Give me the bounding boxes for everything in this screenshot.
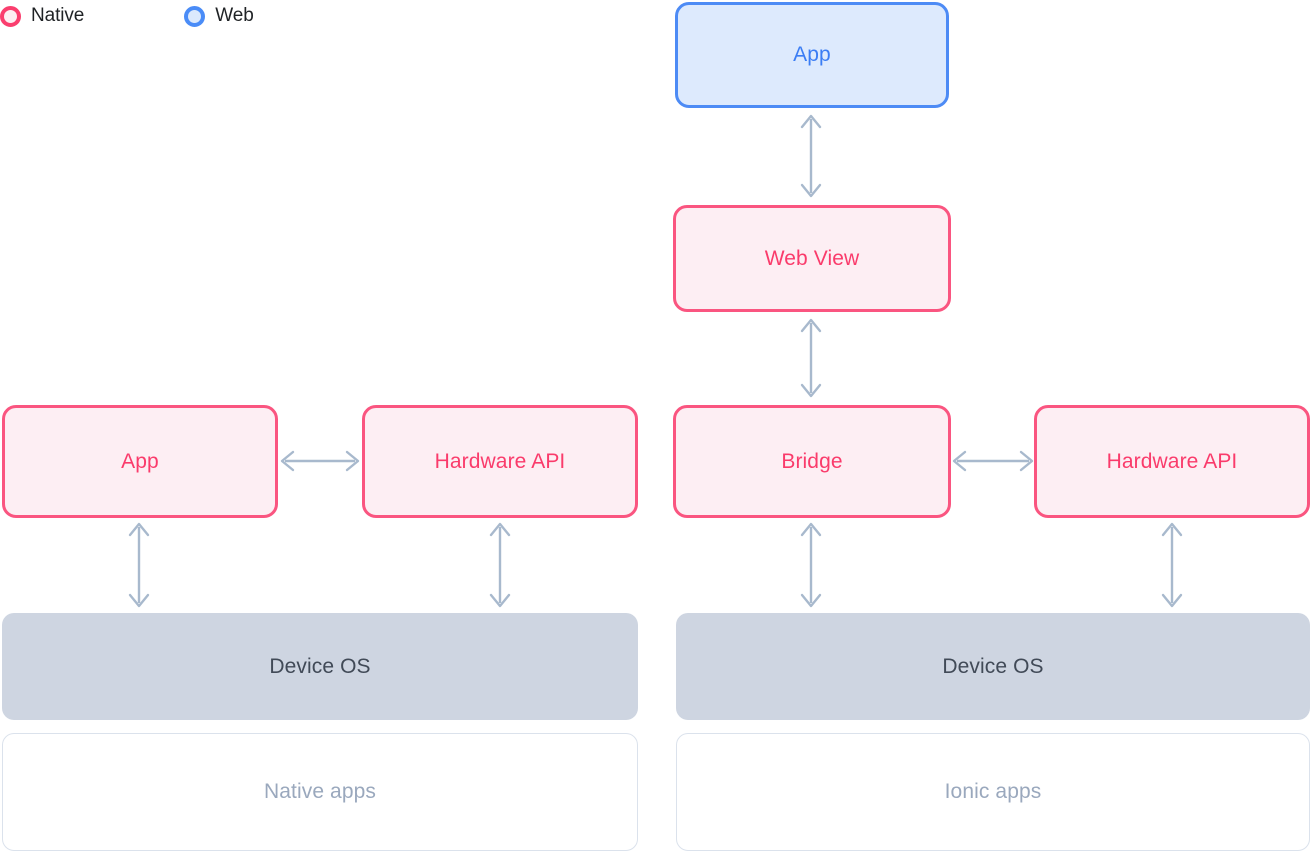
node-ionic-hardware-api[interactable]: Hardware API	[1034, 405, 1310, 518]
node-ionic-device-os-label: Device OS	[942, 654, 1044, 678]
node-web-view[interactable]: Web View	[673, 205, 951, 312]
arrow-app-to-webview	[794, 110, 828, 202]
legend: Native Web	[0, 0, 254, 32]
web-circle-icon	[184, 5, 206, 27]
node-native-device-os-label: Device OS	[269, 654, 371, 678]
arrow-ionichardwareapi-to-deviceos	[1155, 518, 1189, 612]
arrow-bridge-to-deviceos	[794, 518, 828, 612]
arrow-webview-to-bridge	[794, 314, 828, 402]
node-ionic-device-os[interactable]: Device OS	[676, 613, 1310, 720]
node-native-hardware-api-label: Hardware API	[434, 449, 566, 473]
legend-label-native: Native	[31, 5, 85, 26]
legend-item-web: Web	[184, 5, 254, 27]
column-caption-ionic-apps-label: Ionic apps	[944, 780, 1042, 803]
node-native-app[interactable]: App	[2, 405, 278, 518]
column-caption-native-apps-label: Native apps	[264, 780, 376, 803]
node-bridge-label: Bridge	[781, 449, 843, 473]
node-bridge[interactable]: Bridge	[673, 405, 951, 518]
node-native-hardware-api[interactable]: Hardware API	[362, 405, 638, 518]
arrow-bridge-to-hardwareapi	[950, 444, 1036, 478]
node-native-device-os[interactable]: Device OS	[2, 613, 638, 720]
column-caption-ionic-apps: Ionic apps	[676, 733, 1310, 851]
native-circle-icon	[0, 5, 21, 27]
node-ionic-app[interactable]: App	[675, 2, 949, 108]
node-native-app-label: App	[121, 449, 159, 473]
column-caption-native-apps: Native apps	[2, 733, 638, 851]
node-ionic-app-label: App	[793, 43, 831, 66]
node-ionic-hardware-api-label: Hardware API	[1106, 449, 1238, 473]
arrow-nativeapp-to-deviceos	[122, 518, 156, 612]
arrow-nativehardwareapi-to-deviceos	[483, 518, 517, 612]
node-web-view-label: Web View	[764, 246, 860, 270]
legend-item-native: Native	[0, 5, 84, 27]
legend-label-web: Web	[215, 5, 254, 26]
arrow-nativeapp-to-hardwareapi	[278, 444, 362, 478]
